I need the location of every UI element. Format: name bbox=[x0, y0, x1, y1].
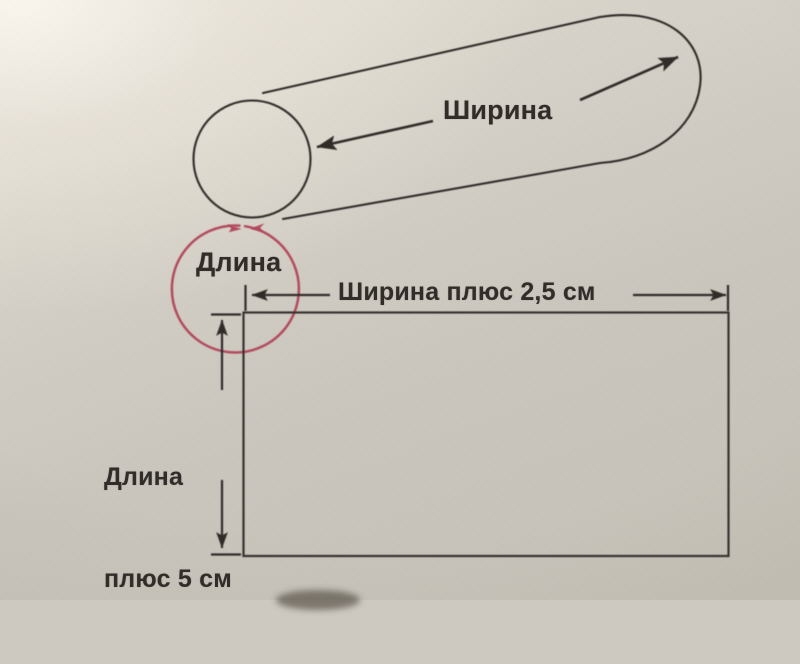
rectangle-width-label: Ширина плюс 2,5 см bbox=[338, 278, 596, 306]
vertical-dimension-line bbox=[211, 313, 241, 556]
rectangle-length-label-line1: Длина bbox=[104, 463, 184, 491]
circumference-arrowheads bbox=[227, 223, 265, 233]
horizontal-dimension-line bbox=[244, 285, 730, 311]
width-leader-arrow bbox=[316, 119, 434, 151]
cylinder-body bbox=[261, 14, 702, 221]
rectangle-length-label: Длина плюс 5 см bbox=[104, 392, 232, 664]
width-leader-arrow-right bbox=[579, 55, 679, 102]
circumference-arc bbox=[170, 224, 301, 354]
cylinder-width-label: Ширина bbox=[443, 95, 553, 125]
paper-page: Ширина Длина Ширина плюс 2,5 см Длина пл… bbox=[0, 0, 800, 610]
cylinder-length-label: Длина bbox=[196, 247, 282, 277]
rectangle-length-label-line2: плюс 5 см bbox=[104, 565, 232, 593]
cylinder-end-face-circle bbox=[192, 99, 312, 219]
page-edge-shadow bbox=[276, 590, 360, 610]
fabric-rectangle bbox=[242, 311, 730, 558]
